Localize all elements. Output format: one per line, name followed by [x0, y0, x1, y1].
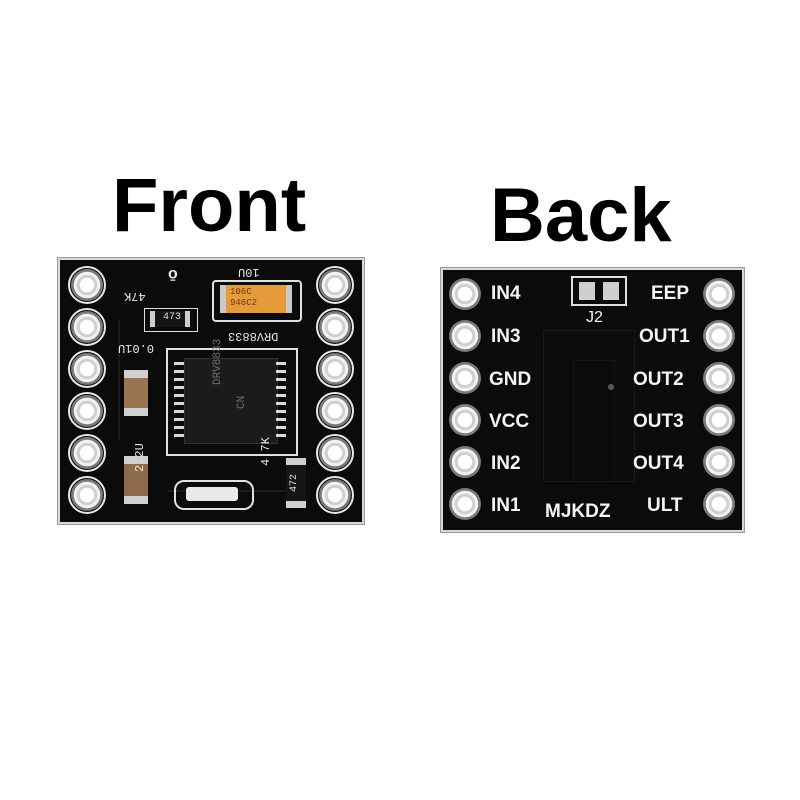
pad [449, 362, 481, 394]
cap-left-label: 0.01U [118, 341, 155, 355]
pad [71, 311, 103, 343]
pad [319, 437, 351, 469]
ic-chip: DRV8833 CN [184, 339, 278, 444]
pad [449, 404, 481, 436]
pin-label-right: OUT1 [639, 326, 690, 347]
pad [319, 311, 351, 343]
back-board: IN4 IN3 GND VCC IN2 IN1 EEP OUT1 OUT2 OU… [441, 268, 744, 532]
pad [703, 320, 735, 352]
pin-label-right: OUT4 [633, 453, 684, 474]
pad-ring [316, 434, 354, 472]
pin-label-right: OUT2 [633, 369, 684, 390]
pad-ring [316, 350, 354, 388]
led-outline [174, 480, 254, 510]
resistor-right-code: 472 [289, 473, 300, 492]
pad [703, 404, 735, 436]
ceramic-capacitor-bottom [124, 456, 148, 504]
pad-ring [68, 434, 106, 472]
trace [573, 360, 615, 482]
chip-name-label: DRV8833 [228, 329, 279, 343]
ceramic-capacitor-left [124, 370, 148, 416]
cap-value-label: 10U [238, 265, 260, 279]
pad [449, 446, 481, 478]
pad-ring [68, 476, 106, 514]
jumper-pad [603, 282, 619, 300]
pad [71, 395, 103, 427]
pad [449, 320, 481, 352]
jumper-label: J2 [586, 309, 603, 326]
resistor-right-label: 4.7K [259, 437, 273, 466]
pad [319, 269, 351, 301]
pin-label-left: IN4 [491, 283, 521, 304]
pin-label-left: IN2 [491, 453, 521, 474]
pad [71, 353, 103, 385]
pin-label-left: GND [489, 369, 532, 390]
resistor-top: 473 [150, 311, 190, 327]
pin-label-left: IN3 [491, 326, 521, 347]
pad [703, 446, 735, 478]
pad [703, 362, 735, 394]
ic-marking-2: CN [236, 395, 248, 409]
pad [703, 278, 735, 310]
pad [71, 437, 103, 469]
ic-marking-1: DRV8833 [212, 338, 224, 385]
resistor-value-label: 47K [124, 289, 146, 303]
pad-ring [68, 392, 106, 430]
pad-ring [68, 266, 106, 304]
jumper-pad [579, 282, 595, 300]
pin-label-right: EEP [651, 283, 690, 304]
pad [319, 353, 351, 385]
pad [319, 395, 351, 427]
ic-outline [166, 348, 298, 456]
resistor-outline [144, 308, 198, 332]
pad-ring [68, 350, 106, 388]
pin-label-left: VCC [489, 411, 530, 432]
front-board: 47K 473 ō 10U 106C 946C2 DRV8833 DRV8833… [58, 258, 364, 524]
trace [118, 320, 160, 440]
pad [319, 479, 351, 511]
pad [449, 278, 481, 310]
pad [449, 488, 481, 520]
tantalum-outline [212, 280, 302, 322]
pin-label-left: IN1 [491, 495, 521, 516]
tantalum-capacitor: 106C 946C2 [220, 285, 292, 313]
front-heading: Front [112, 163, 307, 248]
pad [71, 479, 103, 511]
pin-label-right: OUT3 [633, 411, 684, 432]
brand-label: MJKDZ [545, 501, 611, 522]
resistor-code: 473 [163, 312, 182, 323]
via [608, 384, 614, 390]
back-heading: Back [490, 173, 672, 258]
tantalum-code-2: 946C2 [230, 298, 258, 308]
pad [703, 488, 735, 520]
jumper-outline [571, 276, 627, 306]
pad-ring [316, 476, 354, 514]
pad-ring [68, 308, 106, 346]
tantalum-code-1: 106C [230, 287, 252, 297]
pad-ring [316, 266, 354, 304]
orientation-mark: ō [168, 266, 178, 283]
resistor-right [286, 458, 306, 508]
pad [71, 269, 103, 301]
pin-label-right: ULT [647, 495, 683, 516]
pad-ring [316, 392, 354, 430]
led [186, 487, 238, 501]
pad-ring [316, 308, 354, 346]
cap-bottom-label: 2.2U [133, 443, 147, 472]
